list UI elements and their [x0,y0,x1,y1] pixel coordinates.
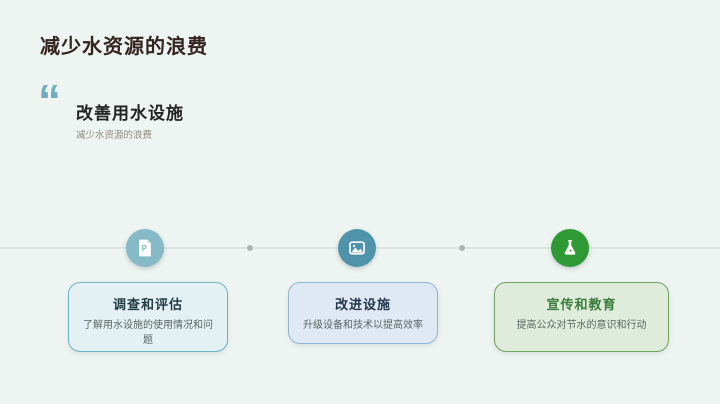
timeline-dot [459,245,465,251]
document-p-icon: P [135,238,155,258]
quote-icon: “ [38,75,61,127]
svg-text:P: P [142,244,147,253]
step-card-survey: 调查和评估 了解用水设施的使用情况和问题 [68,282,228,352]
step-card-body: 了解用水设施的使用情况和问题 [83,320,213,346]
timeline-dot [247,245,253,251]
step-card-improve: 改进设施 升级设备和技术以提高效率 [288,282,438,344]
quote-heading: 改善用水设施 [76,104,184,123]
step-card-title: 调查和评估 [112,297,183,312]
step-card-title: 改进设施 [334,297,391,312]
step-card-body: 提高公众对节水的意识和行动 [516,320,647,331]
step-card-education: 宣传和教育 提高公众对节水的意识和行动 [494,282,669,352]
step-card-title: 宣传和教育 [546,297,617,312]
timeline-node-2 [338,229,376,267]
timeline-node-1: P [126,229,164,267]
image-icon [347,238,367,258]
timeline-node-3 [551,229,589,267]
quote-subtitle: 减少水资源的浪费 [76,130,153,141]
flask-icon [560,238,580,258]
step-card-body: 升级设备和技术以提高效率 [303,320,423,331]
page-title: 减少水资源的浪费 [40,36,208,58]
